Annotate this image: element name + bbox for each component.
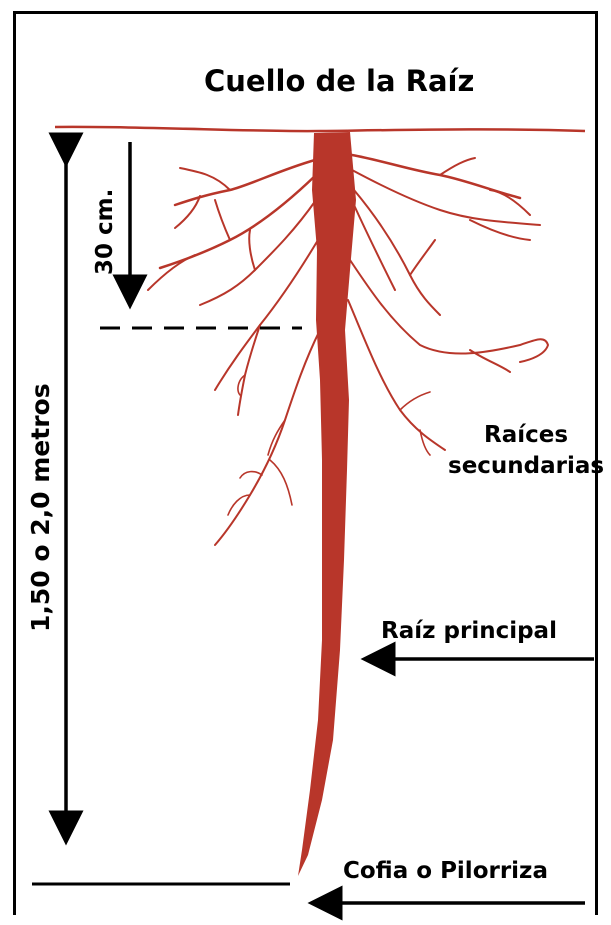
- secondary-roots-label-line1: Raíces: [448, 420, 604, 451]
- root-cap-label: Cofia o Pilorriza: [343, 858, 548, 884]
- soil-line: [55, 127, 585, 131]
- shallow-depth-label: 30 cm.: [92, 189, 118, 275]
- main-root: [298, 132, 356, 876]
- secondary-roots-label: Raíces secundarias: [448, 420, 604, 482]
- root-collar-title: Cuello de la Raíz: [204, 64, 474, 98]
- total-depth-label: 1,50 o 2,0 metros: [26, 383, 55, 632]
- secondary-roots-label-line2: secundarias: [448, 451, 604, 482]
- main-root-label: Raíz principal: [381, 618, 557, 644]
